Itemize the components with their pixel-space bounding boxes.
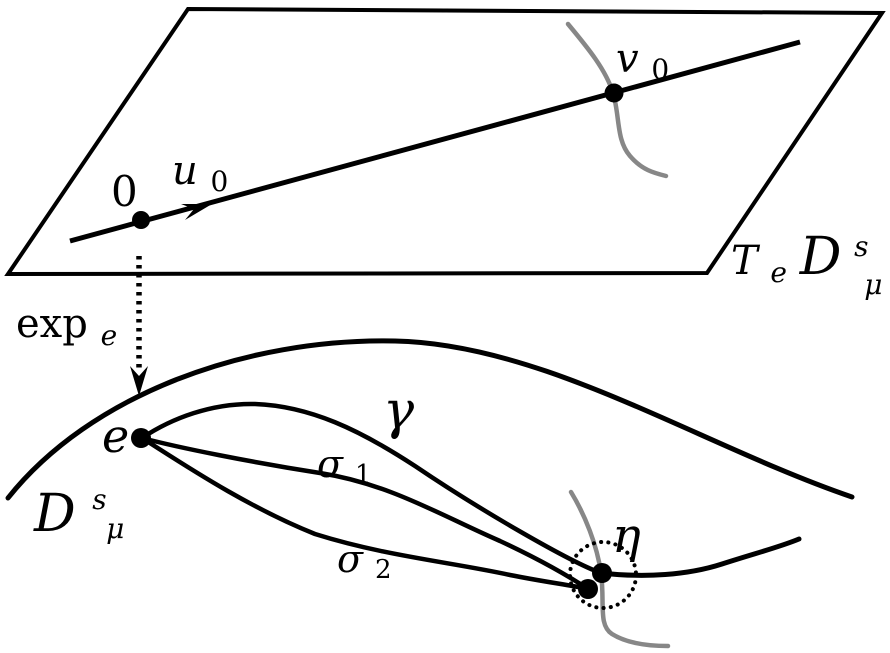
sigma-endpoint-dot xyxy=(578,579,598,599)
label-tangent-space: T e D s μ xyxy=(731,220,882,301)
label-exp: exp e xyxy=(16,301,117,352)
label-e: e xyxy=(102,409,129,463)
gray-curve-manifold xyxy=(568,489,671,649)
tangent-line xyxy=(69,39,801,244)
label-sigma2: σ 2 xyxy=(337,537,392,585)
exp-arrowhead-icon xyxy=(130,366,148,396)
manifold-upper-curve xyxy=(5,338,855,501)
u0-direction-arrowhead-icon xyxy=(181,204,212,220)
label-manifold: D s μ xyxy=(33,462,124,545)
label-zero: 0 xyxy=(111,167,138,216)
eta-point-dot xyxy=(592,563,612,583)
e-point-dot xyxy=(131,428,151,448)
tangent-plane-outline xyxy=(4,6,886,277)
curve-gamma xyxy=(139,401,604,576)
gray-curve-tangent-space xyxy=(565,21,669,179)
curve-sigma1 xyxy=(139,435,591,592)
label-v0: v 0 xyxy=(616,36,669,86)
label-gamma: γ xyxy=(383,381,415,441)
label-sigma1: σ 1 xyxy=(317,442,372,490)
dotted-neighborhood-circle xyxy=(568,540,638,610)
v0-point-dot xyxy=(604,83,624,103)
curve-sigma2 xyxy=(139,435,591,592)
origin-point-dot xyxy=(132,211,150,229)
label-eta: η xyxy=(612,508,641,564)
label-u0: u 0 xyxy=(172,148,228,198)
